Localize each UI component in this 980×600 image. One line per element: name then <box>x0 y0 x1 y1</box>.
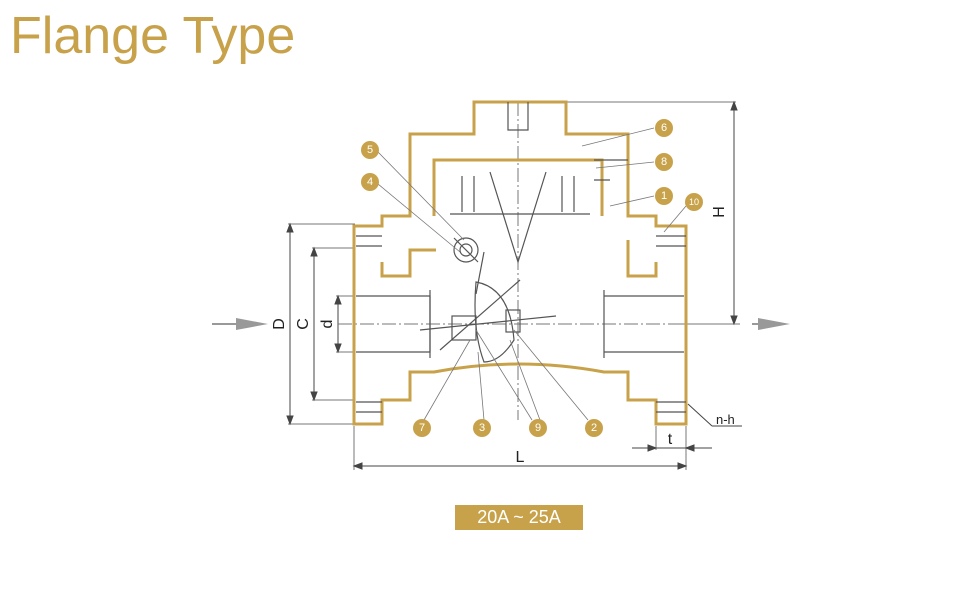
svg-text:4: 4 <box>367 176 373 188</box>
callout-10: 10 <box>685 193 703 211</box>
page-title: Flange Type <box>10 7 296 65</box>
svg-text:2: 2 <box>591 422 597 434</box>
leader-lines <box>377 127 687 421</box>
svg-text:1: 1 <box>661 190 667 202</box>
callout-3: 3 <box>473 419 491 437</box>
svg-text:10: 10 <box>689 197 699 207</box>
dimension-label-nh: n-h <box>716 412 735 427</box>
svg-text:8: 8 <box>661 156 667 168</box>
callout-1: 1 <box>655 187 673 205</box>
internal-details <box>356 102 686 413</box>
callout-5: 5 <box>361 141 379 159</box>
callout-6: 6 <box>655 119 673 137</box>
svg-text:7: 7 <box>419 422 425 434</box>
flow-arrows <box>212 318 790 330</box>
callout-2: 2 <box>585 419 603 437</box>
dimension-label-d: d <box>319 320 336 329</box>
callout-4: 4 <box>361 173 379 191</box>
dimension-label-t: t <box>668 431 673 448</box>
callout-8: 8 <box>655 153 673 171</box>
dimension-label-H: H <box>711 206 728 218</box>
size-range-badge: 20A ~ 25A <box>455 505 583 530</box>
svg-text:5: 5 <box>367 144 373 156</box>
dimension-label-L: L <box>516 449 525 466</box>
dimension-label-D: D <box>271 318 288 330</box>
callout-7: 7 <box>413 419 431 437</box>
dimension-label-C: C <box>295 318 312 330</box>
svg-text:6: 6 <box>661 122 667 134</box>
callout-9: 9 <box>529 419 547 437</box>
svg-text:9: 9 <box>535 422 541 434</box>
svg-text:3: 3 <box>479 422 485 434</box>
center-lines <box>338 102 740 420</box>
valve-body-outline <box>352 100 688 426</box>
